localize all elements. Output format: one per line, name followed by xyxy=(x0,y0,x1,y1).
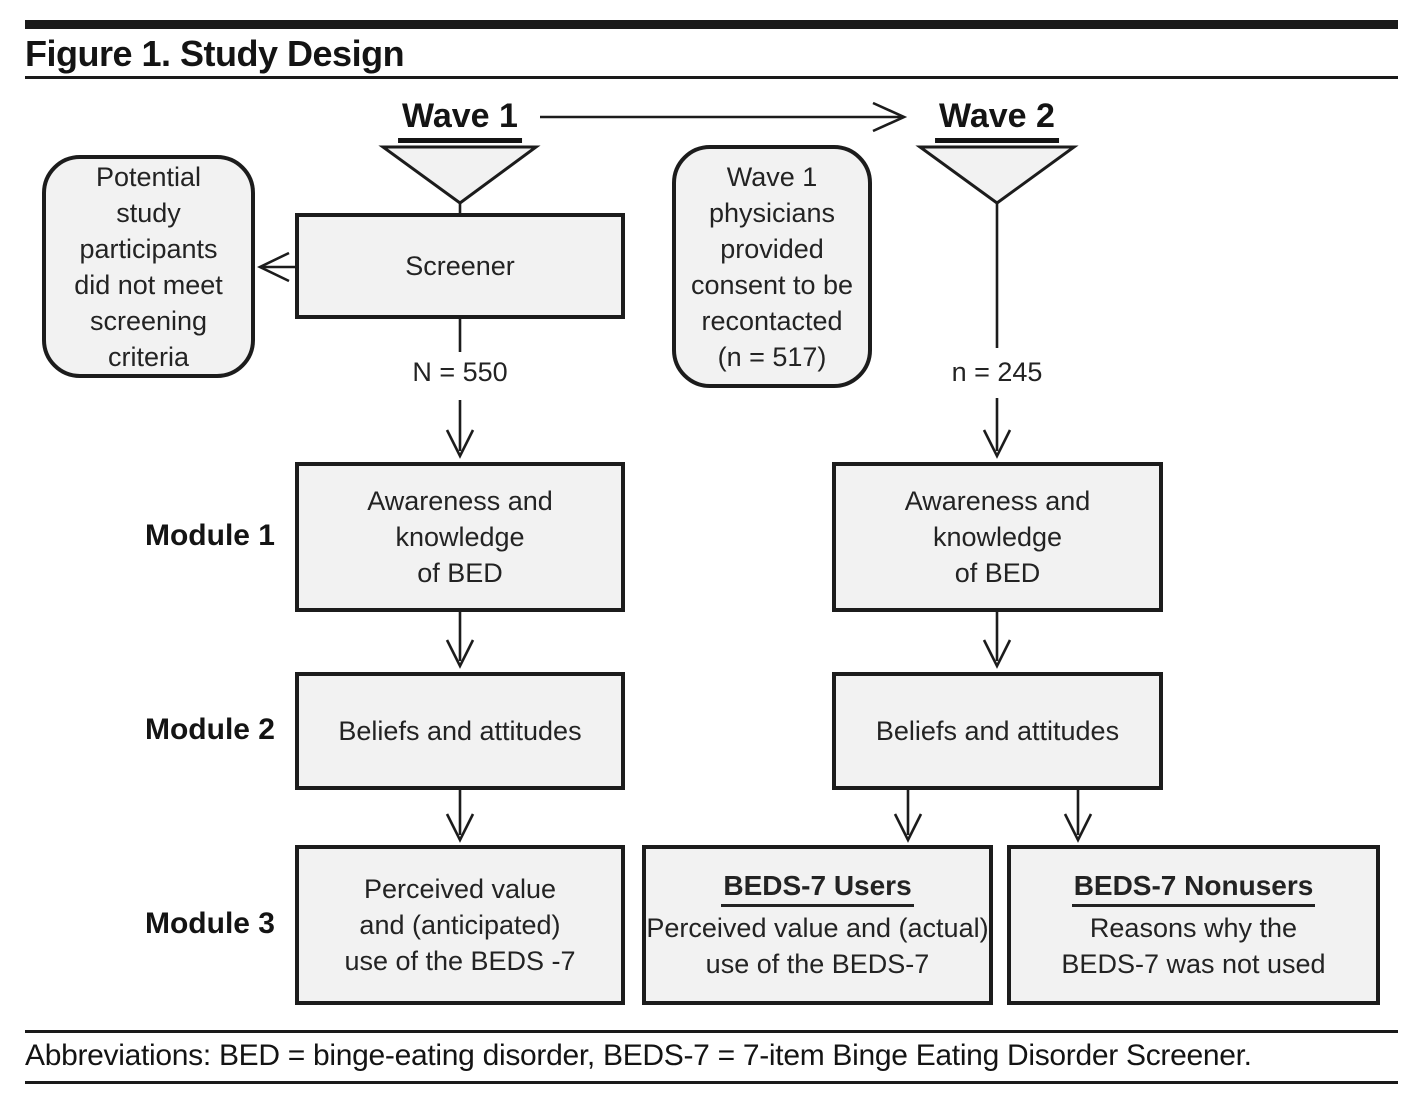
count-to-module1-right-arrow-icon xyxy=(982,398,1012,459)
excluded-participants-box: Potential study participants did not mee… xyxy=(42,155,255,378)
beds7-users-box: BEDS-7 Users Perceived value and (actual… xyxy=(642,845,993,1005)
footnote-top-divider xyxy=(25,1030,1398,1033)
beds7-nonusers-title: BEDS-7 Nonusers xyxy=(1071,869,1316,907)
module1-to-module2-right-arrow-icon xyxy=(982,612,1012,669)
beds7-users-title: BEDS-7 Users xyxy=(721,869,914,907)
screener-box: Screener xyxy=(295,213,625,319)
module2-to-nonusers-arrow-icon xyxy=(1063,790,1093,843)
count-to-module1-left-arrow-icon xyxy=(445,400,475,459)
module1-wave2-box: Awareness and knowledge of BED xyxy=(832,462,1163,612)
beds7-users-body: Perceived value and (actual) use of the … xyxy=(646,912,989,979)
abbreviations-footnote: Abbreviations: BED = binge-eating disord… xyxy=(25,1039,1252,1072)
figure-title: Figure 1. Study Design xyxy=(25,33,405,74)
module2-wave2-box: Beliefs and attitudes xyxy=(832,672,1163,790)
beds7-nonusers-body: Reasons why the BEDS-7 was not used xyxy=(1061,912,1326,979)
top-bar-divider xyxy=(25,20,1398,29)
wave1-heading: Wave 1 xyxy=(398,97,522,143)
footnote-bottom-divider xyxy=(25,1081,1398,1084)
wave2-sample-size: n = 245 xyxy=(951,357,1043,387)
wave1-funnel-icon xyxy=(378,145,541,215)
wave1-sample-size: N = 550 xyxy=(412,357,508,387)
wave1-to-wave2-arrow-icon xyxy=(540,101,908,133)
screener-to-excluded-arrow-icon xyxy=(257,251,295,283)
beds7-nonusers-box: BEDS-7 Nonusers Reasons why the BEDS-7 w… xyxy=(1007,845,1380,1005)
module3-wave1-box: Perceived value and (anticipated) use of… xyxy=(295,845,625,1005)
module1-label: Module 1 xyxy=(144,519,275,552)
module2-to-users-arrow-icon xyxy=(893,790,923,843)
wave2-funnel-icon xyxy=(915,145,1079,348)
module3-label: Module 3 xyxy=(144,907,275,940)
module2-wave1-box: Beliefs and attitudes xyxy=(295,672,625,790)
consent-recontact-box: Wave 1 physicians provided consent to be… xyxy=(672,145,872,388)
title-underline-divider xyxy=(25,76,1398,79)
module1-to-module2-left-arrow-icon xyxy=(445,612,475,669)
module1-wave1-box: Awareness and knowledge of BED xyxy=(295,462,625,612)
module2-to-module3-left-arrow-icon xyxy=(445,790,475,843)
module2-label: Module 2 xyxy=(144,713,275,746)
wave2-heading: Wave 2 xyxy=(935,97,1059,143)
